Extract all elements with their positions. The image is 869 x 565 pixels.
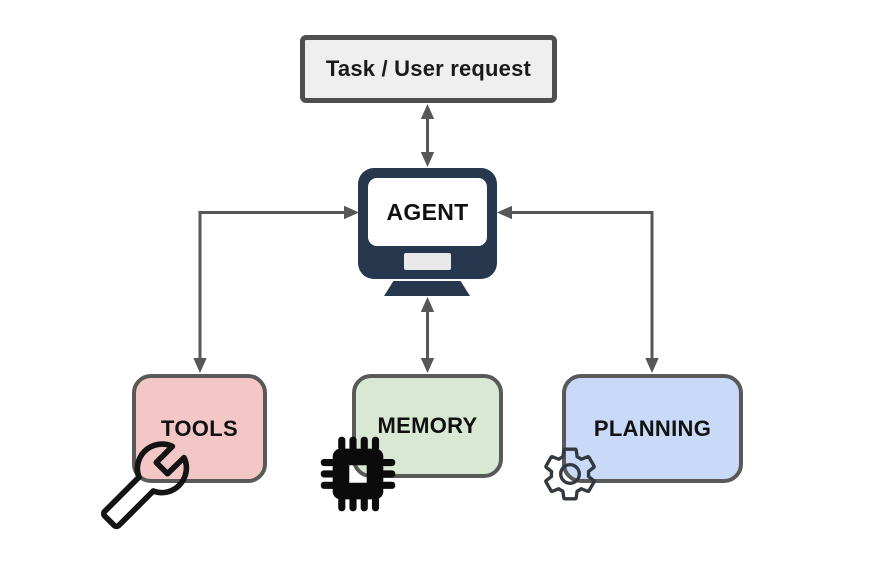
memory-label: MEMORY (377, 413, 478, 438)
agent-monitor-button (404, 253, 451, 270)
connector-agent-planning (497, 205, 659, 373)
agent-label: AGENT (386, 198, 469, 225)
planning-label: PLANNING (593, 415, 712, 441)
gear-icon (539, 443, 601, 505)
chip-icon (320, 436, 396, 512)
connector-agent-tools (193, 205, 359, 373)
wrench-icon (100, 440, 190, 530)
tools-box: TOOLS (132, 374, 267, 483)
task-user-request-box: Task / User request (300, 35, 557, 103)
connector-task-agent (420, 104, 435, 167)
agent-monitor-stand (384, 281, 470, 296)
agent-monitor-screen: AGENT (368, 178, 487, 246)
tools-label: TOOLS (161, 415, 238, 441)
task-box-label: Task / User request (325, 56, 532, 81)
agent-monitor-icon: AGENT (358, 168, 497, 296)
connector-agent-memory (420, 297, 435, 373)
